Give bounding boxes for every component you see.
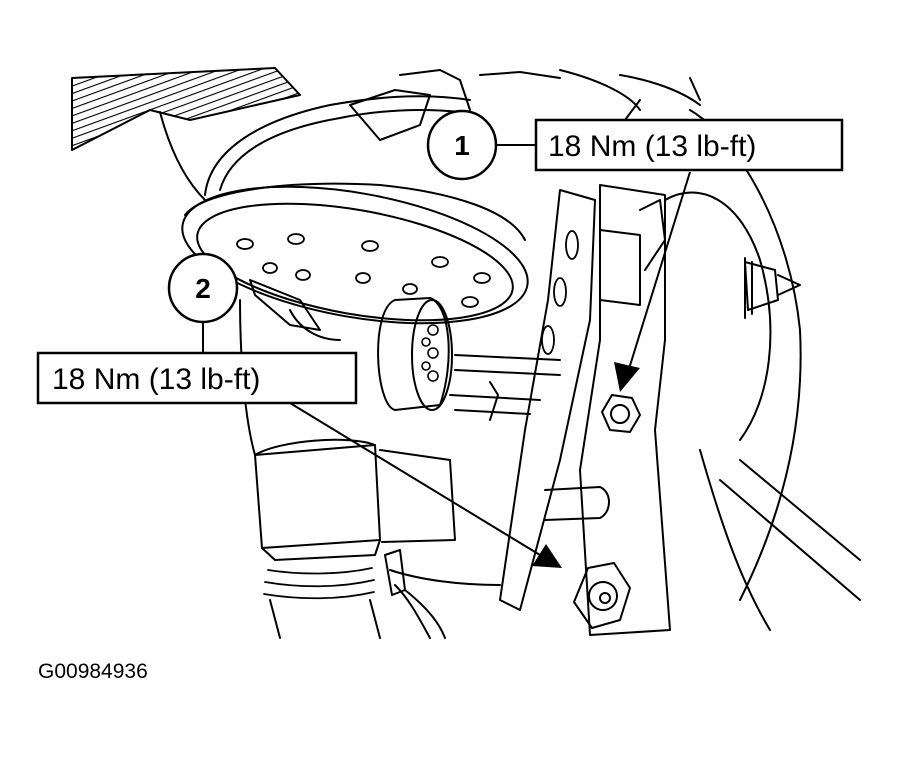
stud-nut (744, 257, 753, 319)
panel-edge (159, 111, 206, 201)
lower-housing-top (254, 438, 376, 456)
arrow-line-1 (627, 171, 691, 373)
lower-wires (389, 569, 501, 639)
hatched-body-panel (71, 67, 301, 151)
bolt-upper (601, 394, 641, 433)
arrow-line-2 (289, 402, 541, 556)
wheel-hub-outer (689, 109, 802, 601)
subframe-right (579, 184, 671, 636)
bolt-lower (573, 562, 631, 629)
motor-face (411, 299, 453, 411)
perforated-disc-inner (196, 202, 514, 322)
callout-number: 2 (195, 273, 211, 304)
perforated-disc (181, 185, 529, 325)
figure-id: G00984936 (38, 660, 148, 683)
connector-pins (421, 324, 439, 382)
thread-lines (263, 567, 375, 600)
lower-housing-side (379, 449, 456, 543)
connector-top (349, 89, 431, 141)
stud (744, 261, 801, 311)
threaded-neck (261, 539, 381, 561)
lower-shaft (269, 599, 381, 639)
right-lines (699, 449, 861, 631)
small-bracket (639, 199, 666, 271)
disc-holes (236, 233, 491, 308)
arrow-head-1 (614, 362, 640, 392)
subframe-slot (544, 486, 610, 521)
torque-box-2 (36, 351, 358, 405)
wedge (249, 279, 321, 331)
upper-hose (204, 95, 471, 196)
upper-hose-inner (219, 109, 461, 191)
callout-number: 1 (454, 130, 470, 161)
disc-rim (184, 182, 526, 241)
bracket-slots (541, 230, 579, 355)
torque-label-1: 18 Nm (13 lb-ft) (548, 130, 756, 163)
torque-box-1 (534, 118, 844, 172)
lower-housing (254, 444, 381, 549)
torque-label-2: 18 Nm (13 lb-ft) (52, 363, 260, 396)
mounting-bracket (499, 189, 596, 611)
linkage-pin (489, 381, 499, 421)
linkage-rods (449, 354, 561, 415)
arrow-head-2 (532, 544, 562, 568)
wheel-hub-right (664, 191, 772, 441)
top-bracket (399, 69, 641, 111)
subframe-bolt-tab (599, 229, 641, 306)
callout-2: 2 18 Nm (13 lb-ft) (36, 252, 562, 568)
callout-1: 1 18 Nm (13 lb-ft) (426, 109, 844, 392)
clip (384, 549, 406, 596)
